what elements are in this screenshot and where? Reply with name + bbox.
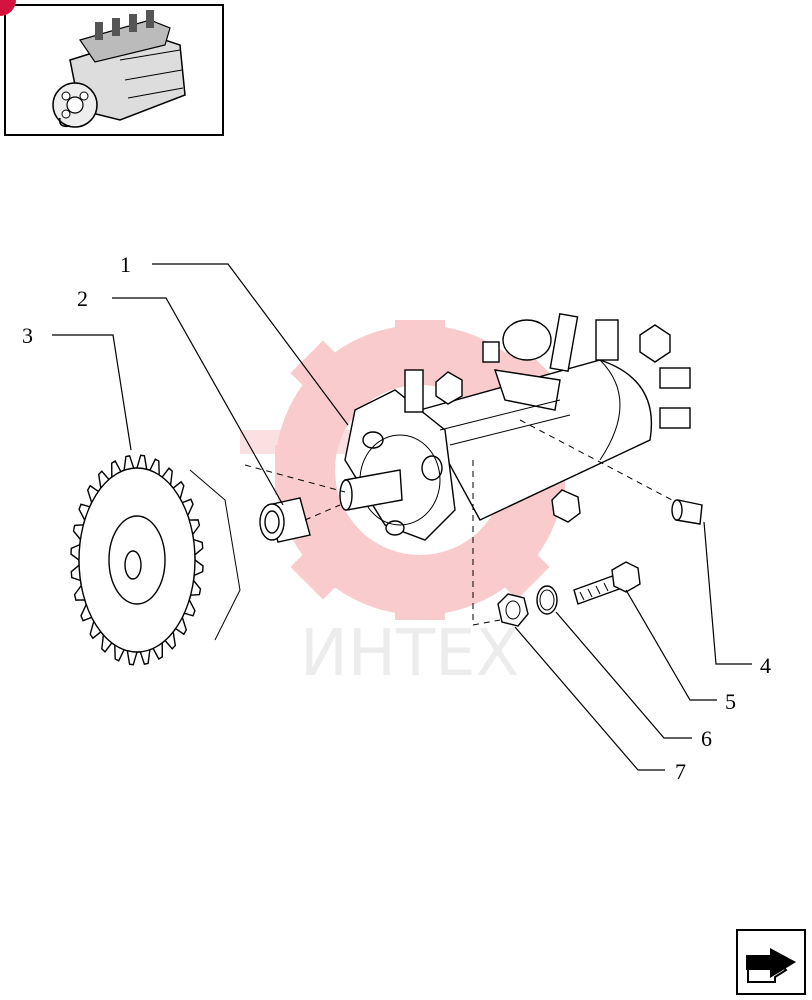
next-page-arrow-icon: [746, 948, 796, 983]
center-lines: [244, 419, 673, 626]
leader-line-3: [52, 334, 132, 451]
part-3-gear[interactable]: [70, 454, 241, 666]
callout-labels: 1 2 3 4 5 6 7: [22, 252, 771, 784]
leader-line-1: [152, 263, 349, 426]
next-page-button[interactable]: [736, 929, 806, 995]
callout-6: 6: [701, 726, 712, 751]
part-4-pin[interactable]: [671, 499, 703, 525]
corner-badge-icon: [0, 0, 16, 16]
leader-line-5: [625, 589, 717, 701]
leader-line-2: [112, 297, 284, 506]
callout-2: 2: [77, 286, 88, 311]
leader-line-7: [514, 626, 665, 771]
callout-7: 7: [675, 759, 686, 784]
callout-4: 4: [760, 653, 771, 678]
leader-line-4: [703, 521, 752, 665]
callout-1: 1: [120, 252, 131, 277]
part-7-nut[interactable]: [497, 593, 529, 627]
leader-lines: [52, 263, 752, 771]
engine-thumbnail[interactable]: [4, 4, 224, 136]
part-2-coupling-sleeve[interactable]: [259, 497, 311, 543]
callout-5: 5: [725, 689, 736, 714]
watermark-text: ИНТЕХ: [300, 617, 519, 691]
part-5-bolt[interactable]: [573, 561, 641, 605]
callout-3: 3: [22, 323, 33, 348]
part-6-o-ring[interactable]: [536, 585, 558, 615]
leader-line-6: [555, 611, 692, 739]
engine-thumbnail-icon: [52, 10, 186, 128]
part-1-injection-pump[interactable]: [339, 313, 691, 541]
